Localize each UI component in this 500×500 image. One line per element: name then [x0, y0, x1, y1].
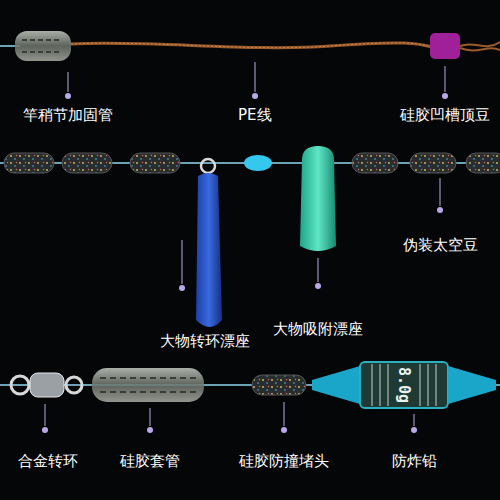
leader-dot — [179, 285, 185, 291]
adsorption-float-seat — [300, 146, 336, 251]
leader-dot — [42, 427, 48, 433]
leader-line — [45, 404, 46, 426]
pe-knot — [460, 42, 500, 50]
part-label: 硅胶防撞堵头 — [239, 452, 329, 471]
swivel-float-seat — [196, 173, 222, 327]
space-bead — [352, 153, 398, 173]
lead-ticks — [372, 364, 436, 406]
part-label: 大物转环漂座 — [160, 332, 250, 351]
sleeve-grooves — [100, 378, 196, 392]
leader-line — [150, 408, 151, 426]
reinforcement-tube — [15, 31, 71, 61]
leader-dot — [315, 283, 321, 289]
pe-braid — [71, 43, 432, 48]
part-label: 伪装太空豆 — [403, 236, 478, 255]
space-bead — [466, 153, 500, 173]
leader-line — [440, 178, 441, 206]
part-label: 竿稍节加固管 — [23, 106, 113, 125]
part-label: PE线 — [238, 106, 272, 125]
leader-dot — [281, 427, 287, 433]
oval-bead — [244, 155, 272, 171]
part-label: 合金转环 — [18, 452, 78, 471]
space-bead — [62, 153, 112, 173]
part-label: 硅胶凹槽顶豆 — [400, 106, 490, 125]
leader-line — [284, 402, 285, 426]
space-bead — [130, 153, 180, 173]
bumper-stopper — [252, 375, 306, 395]
leader-line — [68, 72, 69, 92]
leader-line — [445, 66, 446, 92]
lead-cone — [312, 366, 360, 404]
leader-dot — [437, 207, 443, 213]
swivel-eye — [11, 376, 29, 394]
leader-dot — [65, 93, 71, 99]
weight-marking: 8.0g — [395, 367, 413, 403]
leader-line — [182, 240, 183, 284]
space-bead — [4, 153, 54, 173]
pe-line — [71, 43, 432, 48]
swivel-eye — [66, 377, 82, 393]
tube-grooves — [22, 40, 62, 52]
groove-stopper-bead — [430, 33, 460, 59]
leader-line — [414, 414, 415, 426]
swivel-ring — [201, 159, 215, 173]
leader-line — [318, 258, 319, 282]
swivel-barrel — [30, 373, 64, 397]
leader-line — [255, 62, 256, 92]
silicone-sleeve — [92, 368, 204, 402]
space-bead — [410, 153, 456, 173]
leader-dot — [411, 427, 417, 433]
leader-dot — [442, 93, 448, 99]
lead-body — [360, 362, 448, 408]
part-label: 防炸铅 — [392, 452, 437, 471]
part-label: 硅胶套管 — [120, 452, 180, 471]
leader-dot — [147, 427, 153, 433]
leader-dot — [252, 93, 258, 99]
lead-cone — [448, 366, 496, 404]
part-label: 大物吸附漂座 — [273, 320, 363, 339]
